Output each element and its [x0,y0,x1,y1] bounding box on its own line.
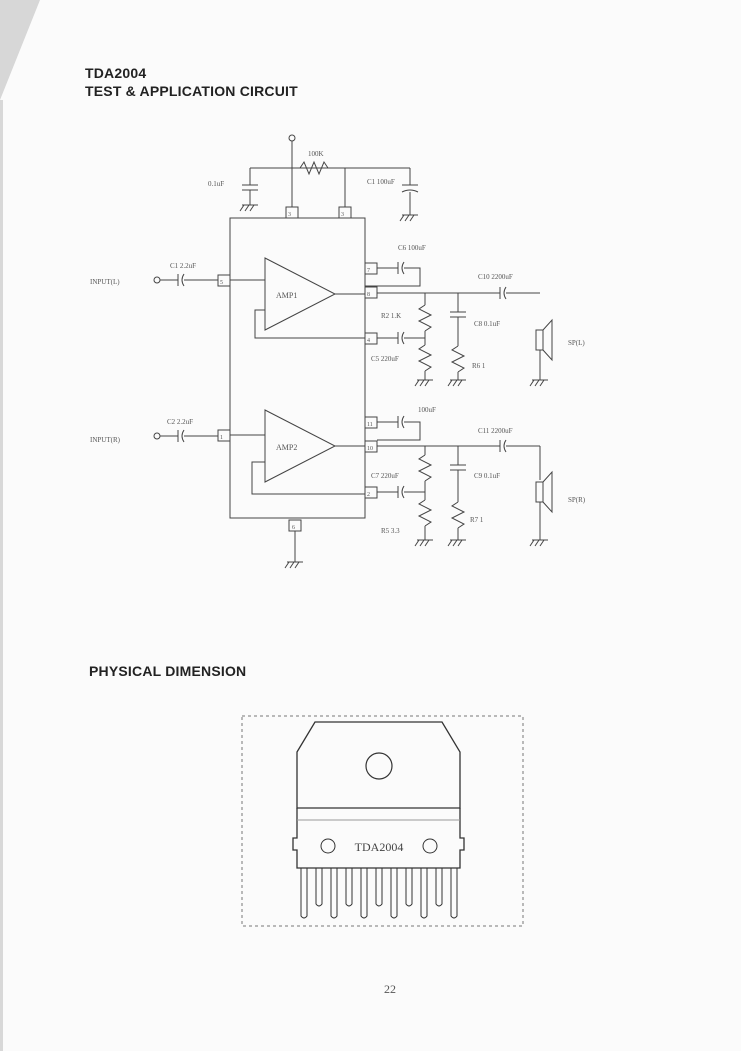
r5-resistor [417,454,433,482]
page-number: 22 [384,982,396,996]
pin-label-7: 7 [367,268,370,274]
package-lead [420,868,428,919]
pin-3b [338,206,352,219]
speaker-left-label: SP(L) [568,339,585,347]
package-leads [300,868,458,919]
body-hole-right-icon [422,838,438,854]
ground-icon [239,204,258,212]
circuit-title: TEST & APPLICATION CIRCUIT [85,83,298,99]
package-lead [405,868,413,907]
c7-label: C7 220uF [371,472,399,480]
package-lead [345,868,353,907]
pin-label-6: 6 [292,525,295,531]
ground-icon [414,379,433,387]
r7-resistor [450,501,466,529]
c-in-left-label: C1 2.2uF [170,262,196,270]
package-lead [360,868,368,919]
ground-icon [399,214,418,222]
r6-resistor [450,345,466,373]
r2-label: R2 1.K [381,312,401,320]
ground-icon [529,379,548,387]
ground-icon [447,379,466,387]
c-out-left-label: C10 2200uF [478,273,513,281]
package-lead [315,868,323,907]
amp2-symbol [264,409,337,483]
package-lead [450,868,458,919]
package-lead [435,868,443,907]
pin-label-4: 4 [367,338,370,344]
package-label: TDA2004 [355,840,404,854]
part-number-title: TDA2004 [85,65,147,81]
c9-label: C9 0.1uF [474,472,500,480]
ground-icon [284,561,303,569]
ground-icon [529,539,548,547]
r2-resistor [417,304,433,332]
feedback-resistor [299,160,329,176]
r5-label: R5 3.3 [381,527,400,535]
input-left-label: INPUT(L) [90,278,120,286]
c-boot-right-label: 100uF [418,406,436,414]
r7-label: R7 1 [470,516,484,524]
supply-cap-label: 0.1uF [208,180,224,188]
package-lead [390,868,398,919]
package-body [292,808,465,869]
pin-label-3a: 3 [288,212,291,218]
pin-label-1: 1 [220,435,223,441]
c1-label: C1 100uF [367,178,395,186]
speaker-right-label: SP(R) [568,496,586,504]
scan-left-edge [0,100,3,1051]
package-frame [241,715,524,927]
package-lead [330,868,338,919]
c-boot-left-label: C6 100uF [398,244,426,252]
ground-icon [414,539,433,547]
amp2-label: AMP2 [276,443,297,452]
amp1-label: AMP1 [276,291,297,300]
input-right-label: INPUT(R) [90,436,121,444]
pin-label-10: 10 [367,446,373,452]
body-hole-left-icon [320,838,336,854]
pin-3a [285,206,299,219]
mounting-hole-icon [365,752,393,780]
package-tab [296,721,461,809]
c-out-right-label: C11 2200uF [478,427,513,435]
c5-label: C5 220uF [371,355,399,363]
physical-dimension-title: PHYSICAL DIMENSION [89,663,247,679]
c-in-right-label: C2 2.2uF [167,418,193,426]
package-lead [375,868,383,907]
r6-label: R6 1 [472,362,486,370]
pin-label-8: 8 [367,292,370,298]
scan-corner-shadow [0,0,40,100]
amp1-symbol [264,257,337,331]
pin-label-3b: 3 [341,212,344,218]
ground-icon [447,539,466,547]
pin-label-2: 2 [367,492,370,498]
package-lead [300,868,308,919]
feedback-res-label: 100K [308,150,324,158]
pin-label-11: 11 [367,422,373,428]
pin-label-5: 5 [220,280,223,286]
c8-label: C8 0.1uF [474,320,500,328]
